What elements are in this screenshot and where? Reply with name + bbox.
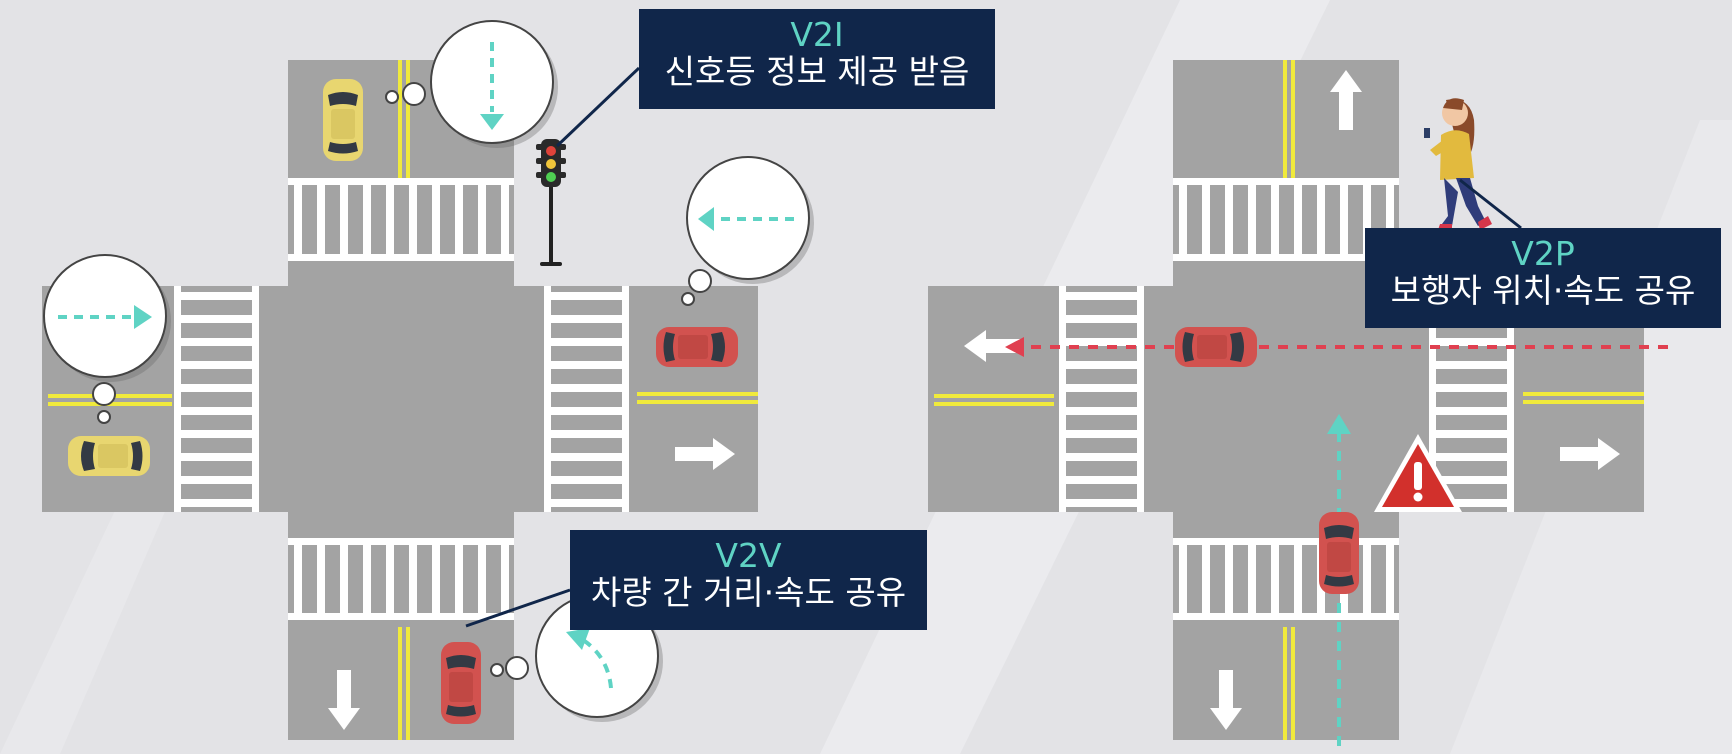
car-icon	[323, 79, 363, 161]
car-icon	[1319, 512, 1359, 594]
v2i-leader-line	[555, 66, 641, 148]
thought-bubble-icon	[490, 594, 663, 722]
v2p-leader-line	[1459, 178, 1522, 230]
v2v-label-box: V2V 차량 간 거리·속도 공유	[570, 530, 927, 630]
car-icon	[1175, 327, 1257, 367]
thought-bubble-icon	[681, 156, 814, 306]
car-icon	[441, 642, 481, 724]
crosswalk-west	[1059, 286, 1144, 512]
crosswalk-north	[288, 178, 514, 261]
warning-icon	[1374, 434, 1462, 512]
v2v-description: 차량 간 거리·속도 공유	[590, 572, 907, 612]
v2v-title: V2V	[715, 536, 782, 575]
v2p-description: 보행자 위치·속도 공유	[1390, 270, 1696, 310]
crosswalk-west	[174, 286, 259, 512]
v2v-leader-line	[465, 588, 571, 628]
v2i-label-box: V2I 신호등 정보 제공 받음	[639, 9, 995, 109]
v2p-label-box: V2P 보행자 위치·속도 공유	[1365, 228, 1721, 328]
traffic-light-icon	[536, 139, 566, 266]
crosswalk-north	[1173, 178, 1399, 261]
car-icon	[68, 436, 150, 476]
crosswalk-south	[288, 538, 514, 620]
center-lines	[934, 60, 1644, 740]
thought-bubble-icon	[43, 254, 171, 424]
v2p-title: V2P	[1511, 234, 1575, 273]
v2i-description: 신호등 정보 제공 받음	[664, 51, 970, 91]
v2i-title: V2I	[790, 15, 844, 54]
car-icon	[656, 327, 738, 367]
thought-bubble-icon	[385, 20, 558, 148]
left-intersection	[42, 20, 814, 740]
pedestrian-icon	[1424, 98, 1492, 230]
crosswalk-east	[544, 286, 629, 512]
